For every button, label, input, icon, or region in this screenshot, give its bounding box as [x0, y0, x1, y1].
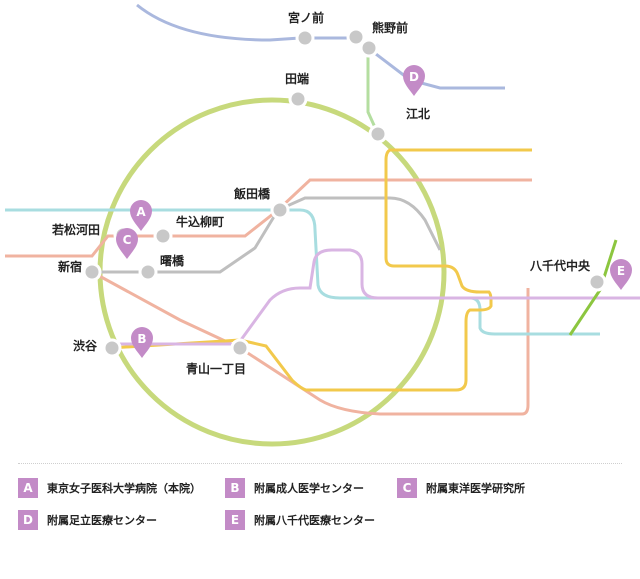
station-yachiyochuo[interactable] [587, 272, 607, 292]
legend-label: 附属足立医療センター [47, 514, 157, 527]
legend-item-d[interactable]: D 附属足立医療センター [18, 510, 157, 530]
label-tabata: 田端 [285, 71, 309, 86]
label-wakamatsukawada: 若松河田 [51, 222, 100, 237]
legend-item-a[interactable]: A 東京女子医科大学病院（本院） [18, 478, 201, 498]
map-pin-icon [131, 327, 153, 358]
hanzomon-line [110, 248, 640, 346]
legend-item-e[interactable]: E 附属八千代医療センター [225, 510, 375, 530]
legend-label: 附属成人医学センター [254, 482, 364, 495]
label-miyanomae: 宮ノ前 [288, 10, 324, 25]
legend-badge: D [18, 510, 38, 530]
pin-letter: A [136, 205, 146, 219]
legend-badge: E [225, 510, 245, 530]
map-pin-icon [130, 200, 152, 231]
legend-badge: C [397, 478, 417, 498]
map-pin-icon [116, 228, 138, 259]
pin-letter: D [409, 70, 419, 84]
station-aoyamaitchome[interactable] [230, 338, 250, 358]
legend-badge: B [225, 478, 245, 498]
label-ushigomeyanagicho: 牛込柳町 [176, 214, 224, 229]
yurakucho-line [109, 148, 532, 392]
label-kohoku: 江北 [406, 106, 430, 121]
station-miyanomae[interactable] [295, 28, 315, 48]
legend-label: 附属八千代医療センター [254, 514, 375, 527]
label-iidabashi: 飯田橋 [233, 186, 271, 201]
label-shibuya: 渋谷 [73, 338, 98, 353]
pin-b[interactable]: B [131, 327, 153, 358]
station-kumanomae-1[interactable] [346, 27, 366, 47]
legend-label: 附属東洋医学研究所 [426, 482, 525, 495]
label-akebonobashi: 曙橋 [160, 253, 185, 268]
shinjuku-line [92, 196, 442, 274]
station-iidabashi[interactable] [270, 200, 290, 220]
station-shibuya[interactable] [102, 338, 122, 358]
route-map: 宮ノ前 熊野前 田端 江北 飯田橋 牛込柳町 若松河田 新宿 曙橋 渋谷 青山一… [5, 3, 640, 447]
station-kohoku[interactable] [368, 124, 388, 144]
map-pin-icon [403, 65, 425, 96]
pin-letter: B [137, 332, 146, 346]
legend: A 東京女子医科大学病院（本院） B 附属成人医学センター C 附属東洋医学研究… [18, 478, 622, 538]
station-tabata[interactable] [288, 89, 308, 109]
map-pin-icon [610, 259, 632, 290]
label-yachiyochuo: 八千代中央 [529, 258, 591, 273]
station-ushigomeyanagicho[interactable] [153, 226, 173, 246]
pin-e[interactable]: E [610, 259, 632, 290]
pin-c[interactable]: C [116, 228, 138, 259]
station-akebonobashi[interactable] [138, 262, 158, 282]
legend-badge: A [18, 478, 38, 498]
legend-item-b[interactable]: B 附属成人医学センター [225, 478, 364, 498]
label-aoyamaitchome: 青山一丁目 [186, 361, 246, 376]
oedo-line [5, 178, 532, 258]
pin-a[interactable]: A [130, 200, 152, 231]
pin-letter: C [123, 233, 132, 247]
station-shinjuku[interactable] [82, 262, 102, 282]
station-kumanomae-2[interactable] [359, 38, 379, 58]
label-kumanomae: 熊野前 [372, 20, 408, 35]
legend-label: 東京女子医科大学病院（本院） [47, 482, 201, 495]
station-markers [82, 27, 607, 358]
pin-d[interactable]: D [403, 65, 425, 96]
label-shinjuku: 新宿 [58, 259, 82, 274]
nippori-toneri-line [366, 48, 380, 135]
pin-letter: E [617, 264, 625, 278]
legend-divider [18, 463, 622, 464]
oedo-line-2 [91, 270, 530, 416]
legend-item-c[interactable]: C 附属東洋医学研究所 [397, 478, 525, 498]
